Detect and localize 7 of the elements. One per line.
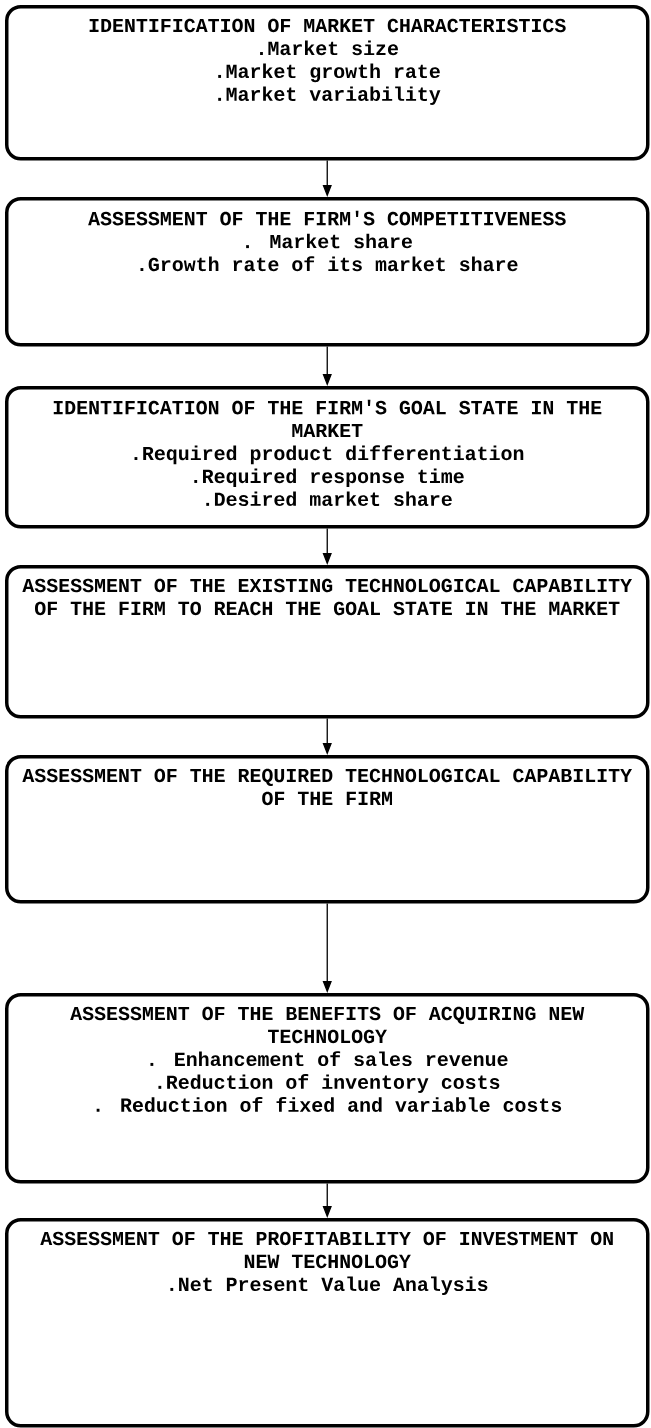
- process-box: ASSESSMENT OF THE PROFITABILITY OF INVESTMENT ON NEW TECHNOLOGY .Net Present Value Analysis: [5, 1218, 650, 1428]
- process-box: ASSESSMENT OF THE FIRM'S COMPETITIVENESS . Market share .Growth rate of its market share: [5, 197, 650, 347]
- process-box: IDENTIFICATION OF THE FIRM'S GOAL STATE IN THE MARKET .Required product differentiation .Required response time .Desired market share: [5, 386, 650, 529]
- process-box: IDENTIFICATION OF MARKET CHARACTERISTICS .Market size .Market growth rate .Market variability: [5, 5, 650, 161]
- process-box: ASSESSMENT OF THE BENEFITS OF ACQUIRING NEW TECHNOLOGY . Enhancement of sales revenue .Reduction of inventory costs . Reduction of fixed and variable costs: [5, 993, 650, 1184]
- process-box: ASSESSMENT OF THE EXISTING TECHNOLOGICAL CAPABILITY OF THE FIRM TO REACH THE GOAL STATE IN THE MARKET: [5, 565, 650, 719]
- process-box: ASSESSMENT OF THE REQUIRED TECHNOLOGICAL CAPABILITY OF THE FIRM: [5, 755, 650, 904]
